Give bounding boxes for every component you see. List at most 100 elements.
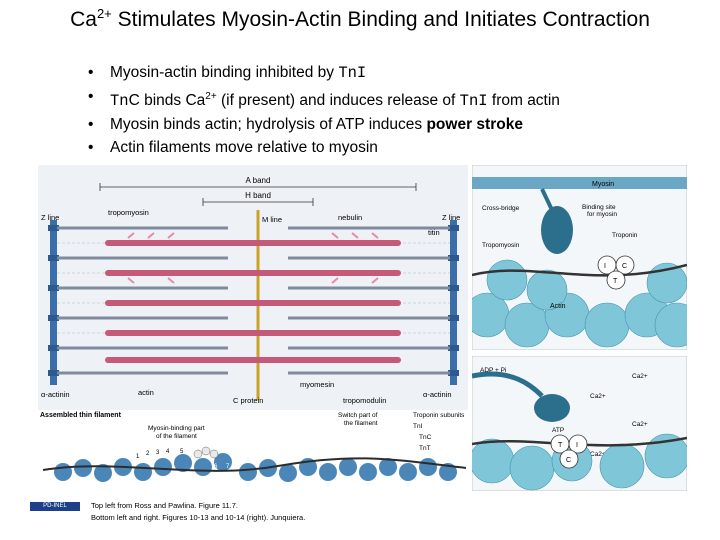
troponin-complex bbox=[193, 446, 219, 459]
sarcomere-figure: A band H band M line Z line Z line tropo… bbox=[38, 165, 468, 410]
thin-filament-background bbox=[38, 410, 468, 495]
bullet-4: Actin filaments move relative to myosin bbox=[86, 136, 560, 159]
bullet-2-text-a: C binds Ca bbox=[128, 92, 206, 109]
label-troponin-subunits: Troponin subunits bbox=[413, 412, 465, 419]
bullet-list: Myosin-actin binding inhibited by TnI Tn… bbox=[86, 61, 560, 159]
label-myosin-binding: Myosin-binding part bbox=[148, 425, 205, 432]
bullet-2-sup: 2+ bbox=[205, 91, 217, 102]
thin-filament-figure: Assembled thin filament Myosin-binding p… bbox=[38, 410, 468, 495]
title-rest: Stimulates Myosin-Actin Binding and Init… bbox=[111, 8, 650, 31]
bullet-1-tni: TnI bbox=[338, 64, 367, 82]
label-of-filament: of the filament bbox=[156, 433, 197, 440]
label-tni: TnI bbox=[413, 423, 423, 430]
label-binding-site: Binding site bbox=[582, 204, 616, 211]
label-t-tr: T bbox=[613, 278, 618, 285]
label-z-line-right: Z line bbox=[442, 213, 460, 222]
label-tropomodulin: tropomodulin bbox=[343, 396, 386, 405]
bullet-2-tni: TnI bbox=[459, 92, 488, 110]
credit-line-1: Top left from Ross and Pawlina. Figure 1… bbox=[91, 501, 239, 510]
label-atp: ATP bbox=[552, 427, 564, 434]
title-prefix: Ca bbox=[70, 8, 97, 31]
actin-balls-br bbox=[469, 433, 690, 491]
sarcomere-diagram: A band H band M line Z line Z line tropo… bbox=[38, 165, 468, 410]
troponin-relaxed-figure: Myosin Cross-bridge Binding site for myo… bbox=[464, 164, 700, 351]
label-t-br: T bbox=[558, 442, 563, 449]
label-n4: 4 bbox=[166, 449, 170, 455]
bullet-2-text-b: (if present) and induces release of bbox=[216, 92, 460, 109]
titin-springs bbox=[57, 242, 450, 334]
label-ca-3: Ca2+ bbox=[632, 421, 648, 428]
label-ca-1: Ca2+ bbox=[632, 373, 648, 380]
z-line-left bbox=[50, 220, 57, 385]
label-c-br: C bbox=[566, 457, 571, 464]
troponin-tr bbox=[597, 255, 635, 290]
label-adp-pi: ADP + Pi bbox=[480, 367, 506, 374]
myosin-head bbox=[541, 206, 573, 254]
bullet-2: TnC binds Ca2+ (if present) and induces … bbox=[86, 85, 560, 113]
label-alpha-actinin-left: α-actinin bbox=[41, 390, 70, 399]
label-titin: titin bbox=[428, 228, 440, 237]
label-actin-tr: Actin bbox=[550, 303, 566, 310]
label-nebulin: nebulin bbox=[338, 213, 362, 222]
label-ca-2: Ca2+ bbox=[590, 393, 606, 400]
label-c-protein: C protein bbox=[233, 396, 263, 405]
label-troponin: Troponin bbox=[612, 232, 638, 239]
label-n2: 2 bbox=[146, 451, 150, 457]
label-myosin: Myosin bbox=[592, 181, 614, 188]
alpha-actinin-right bbox=[448, 225, 459, 376]
label-n5: 5 bbox=[180, 449, 184, 455]
bullet-3-text: Myosin binds actin; hydrolysis of ATP in… bbox=[110, 116, 427, 133]
label-n6: 6 bbox=[214, 464, 218, 470]
troponin-active-diagram: ADP + Pi Ca2+ Ca2+ Ca2+ Ca2+ ATP T I C bbox=[469, 355, 690, 492]
actin-monomers bbox=[54, 453, 457, 482]
label-c-tr: C bbox=[622, 263, 627, 270]
label-m-line: M line bbox=[262, 215, 282, 224]
label-i-br: I bbox=[576, 442, 578, 449]
label-h-band: H band bbox=[245, 191, 271, 200]
troponin-active-figure: ADP + Pi Ca2+ Ca2+ Ca2+ Ca2+ ATP T I C bbox=[469, 355, 690, 492]
myosin-neck bbox=[540, 188, 554, 211]
tropomyosin-tr bbox=[471, 263, 688, 277]
title-superscript: 2+ bbox=[96, 6, 112, 21]
bullet-4-text: Actin filaments move relative to myosin bbox=[110, 139, 378, 156]
thin-filaments bbox=[57, 226, 450, 375]
label-actin: actin bbox=[138, 388, 154, 397]
figure-credits: Top left from Ross and Pawlina. Figure 1… bbox=[91, 500, 305, 524]
label-n1: 1 bbox=[136, 454, 140, 460]
thick-filaments bbox=[105, 240, 401, 363]
bullet-1-text: Myosin-actin binding inhibited by bbox=[110, 64, 339, 81]
myosin-heads bbox=[127, 232, 379, 284]
label-assembled: Assembled thin filament bbox=[40, 412, 122, 419]
label-myomesin: myomesin bbox=[300, 380, 334, 389]
z-line-right bbox=[450, 220, 457, 385]
label-cross-bridge: Cross-bridge bbox=[482, 205, 520, 212]
label-tnc: TnC bbox=[419, 434, 432, 441]
label-a-band: A band bbox=[246, 176, 271, 185]
license-badge: PD-INEL bbox=[30, 502, 80, 511]
label-for-myosin: for myosin bbox=[587, 211, 617, 218]
label-switch: Switch part of bbox=[338, 412, 378, 419]
label-the-filament: the filament bbox=[344, 420, 378, 427]
thin-filament-diagram: Assembled thin filament Myosin-binding p… bbox=[38, 410, 468, 495]
bullet-1: Myosin-actin binding inhibited by TnI bbox=[86, 61, 560, 85]
label-ca-4: Ca2+ bbox=[590, 451, 606, 458]
label-n7: 7 bbox=[226, 464, 230, 470]
alpha-actinin-left bbox=[48, 225, 59, 376]
bullet-3-bold: power stroke bbox=[426, 116, 523, 133]
label-i-tr: I bbox=[604, 263, 606, 270]
slide-title: Ca2+ Stimulates Myosin-Actin Binding and… bbox=[0, 6, 720, 32]
bullet-2-tn: Tn bbox=[110, 92, 129, 110]
actin-balls-tr bbox=[464, 259, 700, 348]
tropomyosin-strand bbox=[42, 457, 467, 472]
label-z-line-left: Z line bbox=[41, 213, 59, 222]
label-n3: 3 bbox=[156, 450, 160, 456]
label-tnt: TnT bbox=[419, 445, 431, 452]
label-tropomyosin-tr: Tropomyosin bbox=[482, 242, 520, 249]
bullet-2-text-c: from actin bbox=[487, 92, 560, 109]
troponin-br bbox=[550, 434, 588, 469]
label-alpha-actinin-right: α-actinin bbox=[423, 390, 452, 399]
myosin-neck-br bbox=[471, 371, 544, 398]
label-tropomyosin: tropomyosin bbox=[108, 208, 149, 217]
troponin-relaxed-diagram: Myosin Cross-bridge Binding site for myo… bbox=[464, 164, 700, 351]
bullet-3: Myosin binds actin; hydrolysis of ATP in… bbox=[86, 113, 560, 136]
